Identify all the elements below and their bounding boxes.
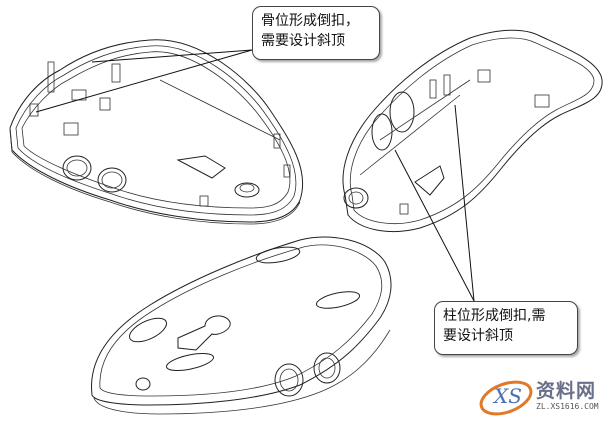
bottom-shell-drawing xyxy=(91,236,392,415)
callout-top-line2: 需要设计斜顶 xyxy=(261,33,345,49)
callout-bottom-line2: 要设计斜顶 xyxy=(443,328,513,344)
watermark-site-name: 资料网 xyxy=(536,380,597,402)
watermark-logo-text: XS xyxy=(494,384,522,408)
callout-top-line1: 骨位形成倒扣， xyxy=(261,13,359,29)
callout-boss-undercut: 柱位形成倒扣,需 要设计斜顶 xyxy=(434,301,578,355)
watermark-url: ZL.XS1616.COM xyxy=(536,402,599,411)
left-shell-drawing xyxy=(9,39,304,225)
callout-top-pointers xyxy=(35,49,253,113)
right-shell-drawing xyxy=(342,29,603,233)
callout-bone-undercut: 骨位形成倒扣， 需要设计斜顶 xyxy=(252,6,380,60)
callout-bottom-line1: 柱位形成倒扣,需 xyxy=(443,308,546,324)
xs-logo-icon xyxy=(479,380,533,416)
callout-bottom-pointers xyxy=(394,104,475,302)
watermark: XS 资料网 ZL.XS1616.COM xyxy=(476,372,611,421)
